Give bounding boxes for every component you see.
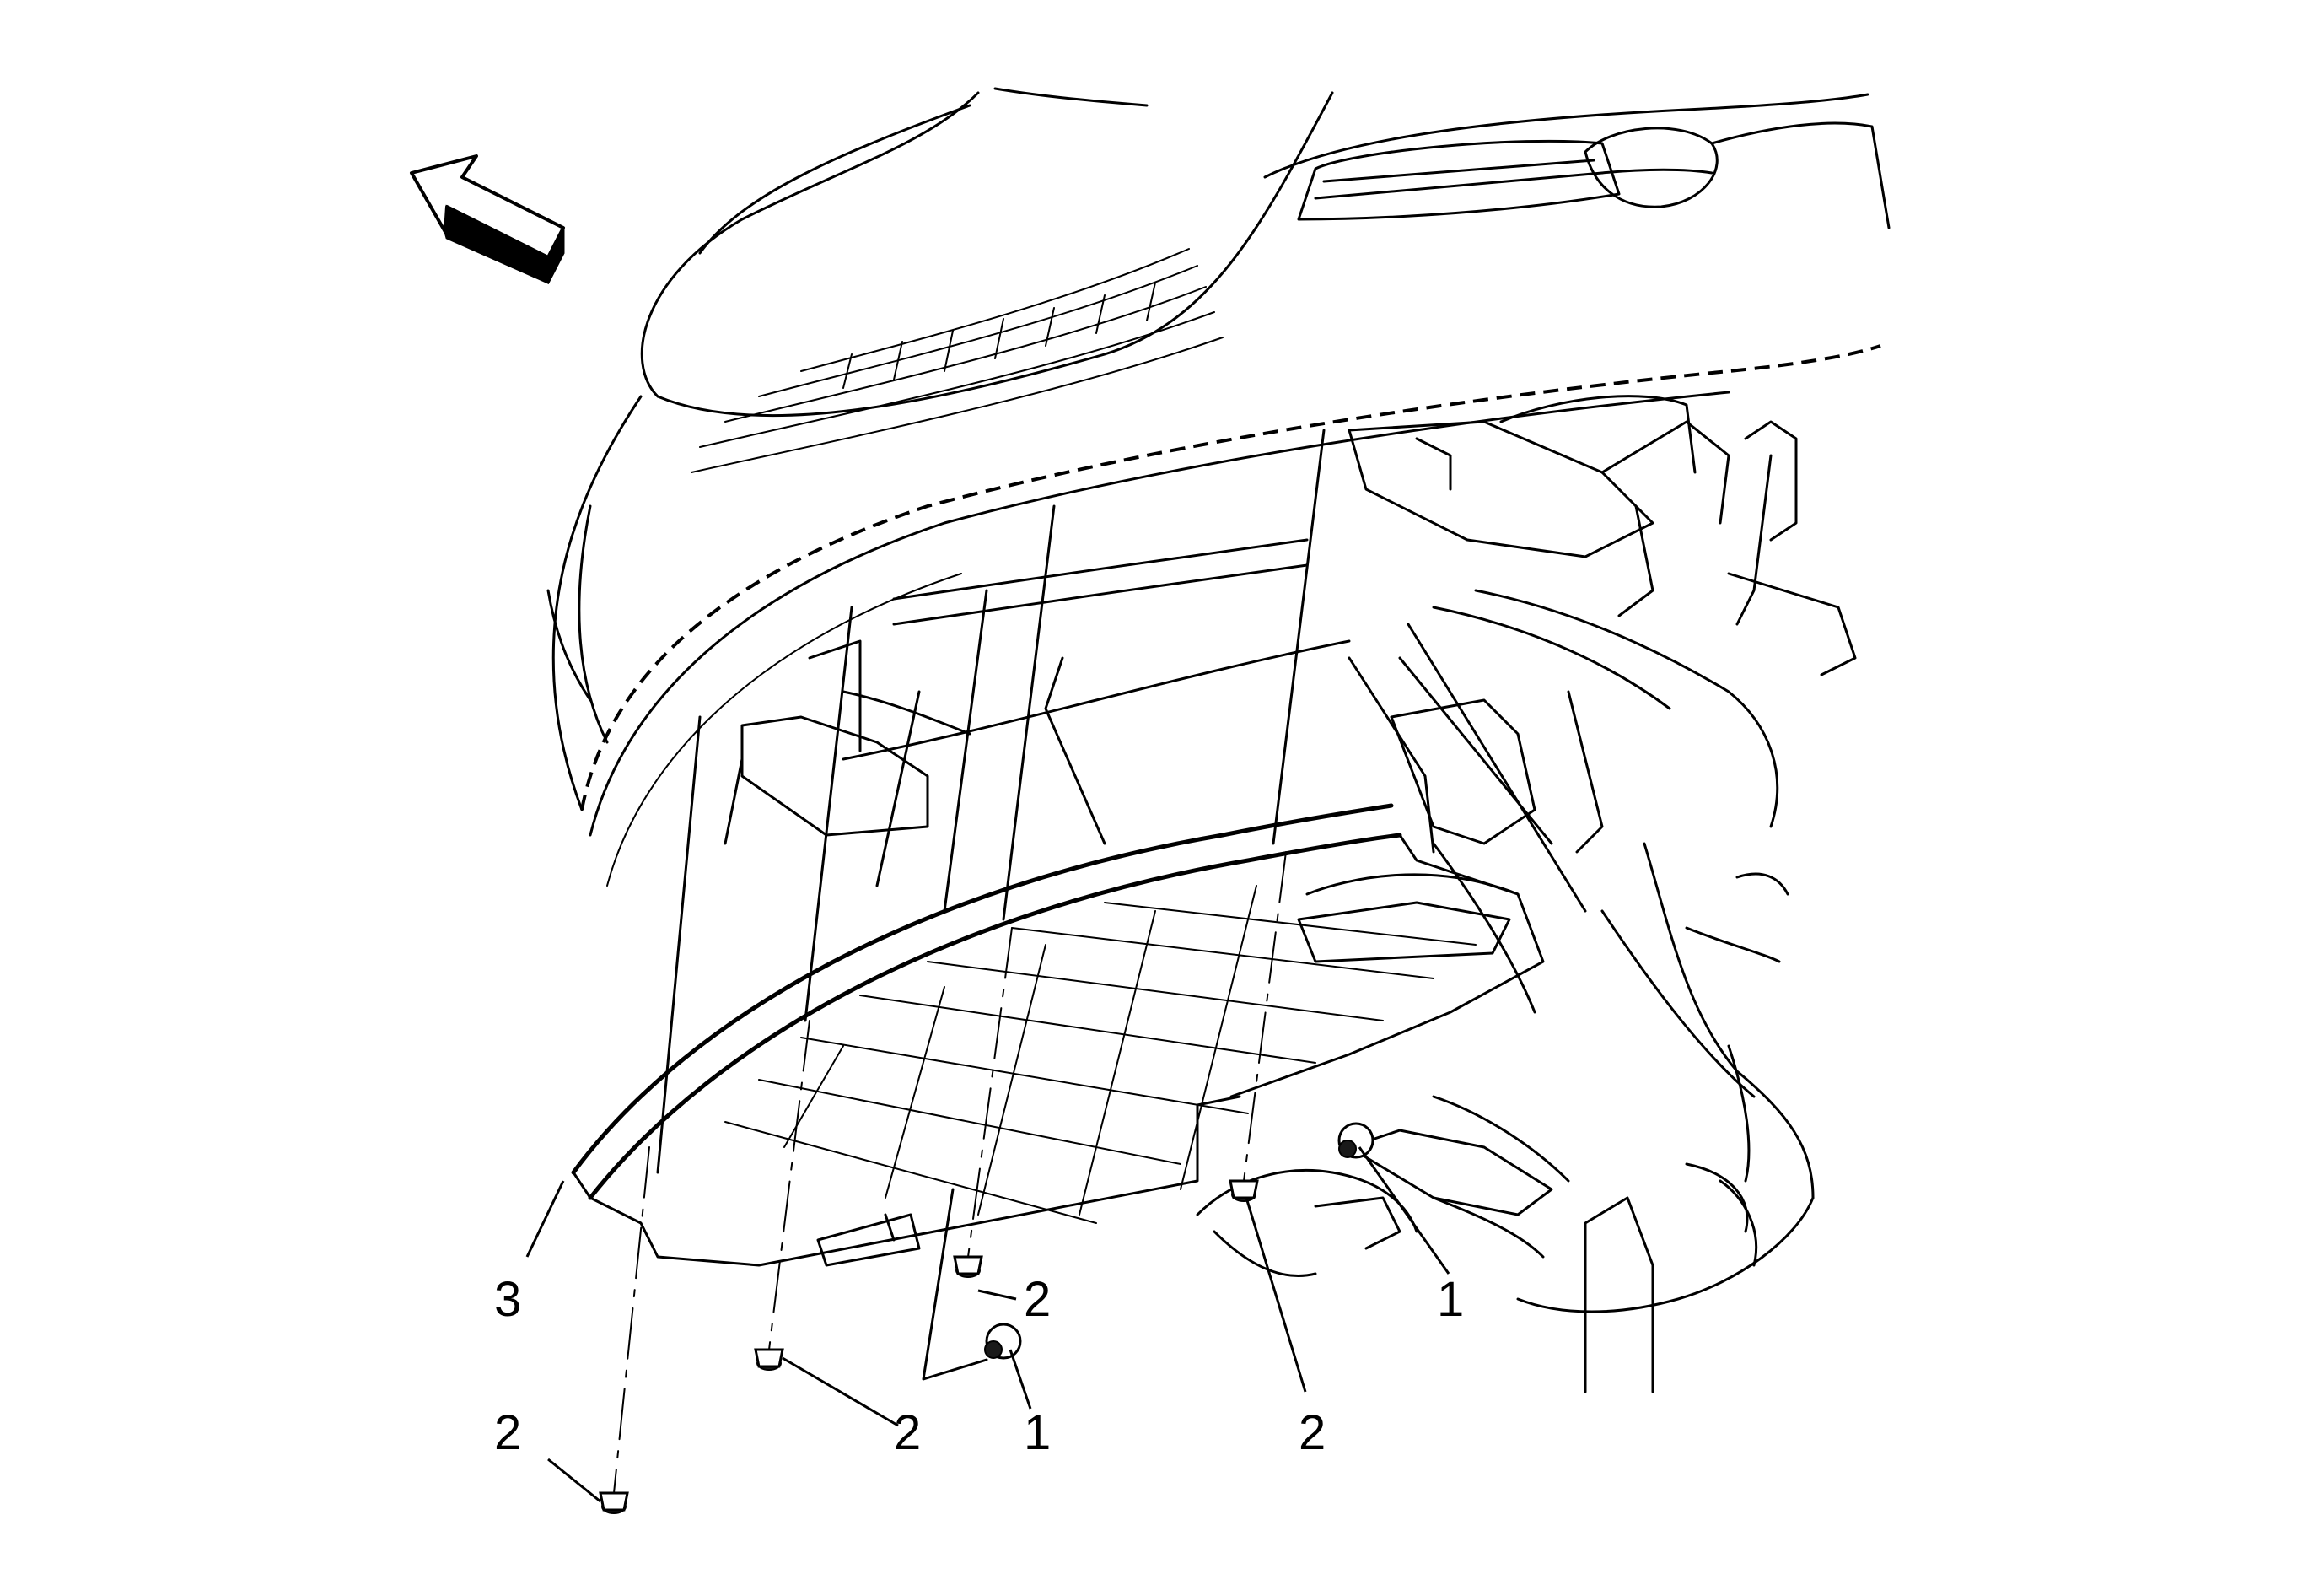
front-fascia-outline [546, 87, 1891, 811]
callout-2-right: 2 [1299, 1405, 1326, 1460]
screw-bolt [1337, 1122, 1374, 1159]
fascia-lower-edge [580, 344, 1881, 887]
fastener-guide-lines [656, 429, 1587, 1174]
push-pin-retainer [599, 1491, 629, 1514]
fastener-drop-lines [613, 851, 1287, 1494]
callout-3: 3 [494, 1272, 521, 1327]
callout-labels: 3 2 2 1 2 2 1 [494, 1272, 1464, 1460]
screw-bolt [984, 1323, 1022, 1360]
front-cradle-structure [740, 395, 1857, 1393]
push-pin-retainer [953, 1255, 983, 1278]
callout-2-lower-left: 2 [494, 1405, 521, 1460]
callout-1-center: 1 [1024, 1405, 1051, 1460]
push-pin-retainer [754, 1348, 784, 1371]
lower-grille [691, 248, 1224, 473]
callout-2-center: 2 [894, 1405, 921, 1460]
callout-2-center-right: 2 [1024, 1272, 1051, 1327]
underbody-shield-panel [571, 803, 1545, 1267]
callout-leaders [525, 1146, 1450, 1503]
forward-arrow-icon [410, 154, 565, 284]
callout-1-right: 1 [1437, 1272, 1464, 1327]
push-pin-retainer [1229, 1179, 1259, 1202]
